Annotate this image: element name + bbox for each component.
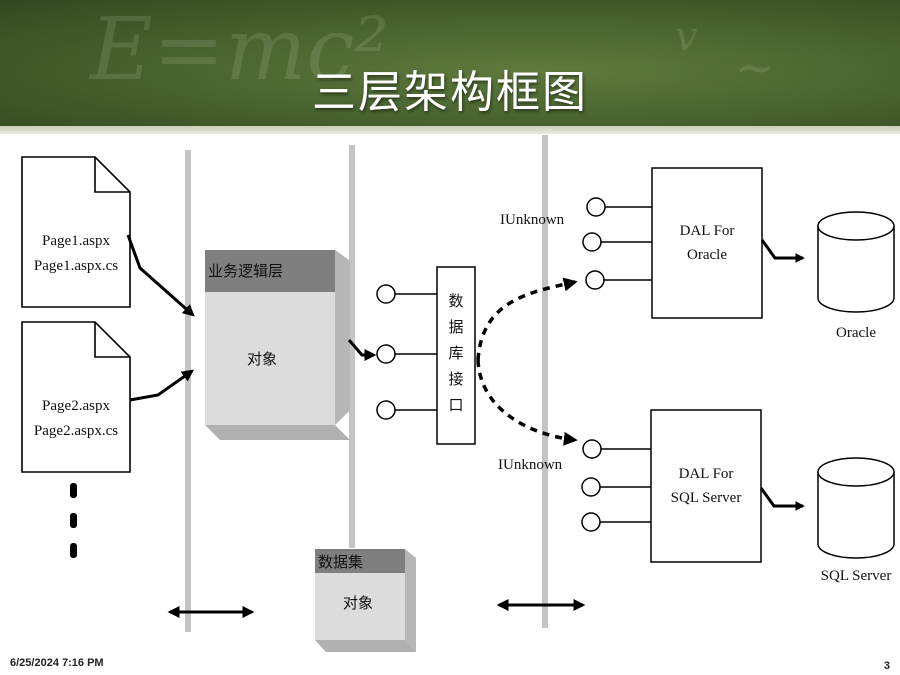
chalk-mark-v: v (675, 14, 698, 60)
page1-to-business-arrow (126, 234, 195, 317)
dal-oracle-to-db-arrow (760, 239, 805, 263)
db-interface-char-5: 口 (448, 396, 463, 414)
page2-cs-label: Page2.aspx.cs (34, 423, 118, 439)
slide-date: 6/25/2024 7:16 PM (10, 657, 104, 669)
dal-oracle-box: DAL For Oracle (651, 167, 763, 319)
business-to-interface-arrow (347, 339, 377, 361)
interface-lollipops (376, 284, 437, 420)
oracle-db-label: Oracle (836, 325, 876, 341)
interface-port-2 (376, 344, 396, 364)
more-pages-ellipsis (70, 483, 77, 558)
dal-oracle-line2: Oracle (687, 247, 727, 263)
interface-to-sql-dashed-arrow (476, 359, 578, 446)
oracle-dal-ports (582, 197, 652, 290)
interface-to-oracle-dashed-arrow (476, 277, 578, 361)
oracle-database-cylinder: Oracle (817, 211, 895, 341)
page2-document: Page2.aspx Page2.aspx.cs (21, 321, 131, 473)
interface-port-3 (376, 400, 396, 420)
business-layer-object: 对象 (247, 350, 277, 368)
iunknown-label-oracle: IUnknown (500, 212, 565, 228)
page1-cs-label: Page1.aspx.cs (34, 258, 118, 274)
business-layer-header: 业务逻辑层 (208, 262, 283, 280)
chalk-mark-curve: ~ (735, 40, 776, 96)
db-interface-char-4: 接 (448, 370, 463, 388)
dal-oracle-line1: DAL For (680, 223, 735, 239)
dataset-header: 数据集 (318, 553, 363, 571)
dataset-box: 数据集 对象 (315, 549, 416, 652)
db-interface-box: 数 据 库 接 口 (436, 266, 476, 445)
slide-page-number: 3 (883, 660, 890, 672)
page2-aspx-label: Page2.aspx (42, 398, 110, 414)
banner-divider (0, 126, 900, 134)
interface-port-1 (376, 284, 396, 304)
dal-sql-line1: DAL For (679, 466, 734, 482)
dal-sql-to-db-arrow (759, 487, 805, 511)
sql-dal-ports (581, 439, 651, 532)
dal-sql-line2: SQL Server (671, 490, 742, 506)
business-logic-box: 业务逻辑层 对象 (205, 250, 350, 440)
page2-to-business-arrow (129, 369, 194, 402)
sql-server-database-cylinder: SQL Server (817, 457, 895, 584)
dal-sql-box: DAL For SQL Server (650, 409, 762, 563)
db-interface-char-1: 数 (448, 292, 463, 310)
iunknown-label-sql: IUnknown (498, 457, 563, 473)
page1-document: Page1.aspx Page1.aspx.cs (21, 156, 131, 308)
page1-aspx-label: Page1.aspx (42, 233, 110, 249)
chalk-formula: E=mc² (90, 0, 390, 100)
db-interface-char-3: 库 (448, 344, 463, 362)
sql-server-db-label: SQL Server (821, 568, 892, 584)
page-title: 三层架构框图 (312, 67, 588, 118)
dataset-object: 对象 (343, 594, 373, 612)
title-banner: E=mc² v ~ (0, 0, 900, 130)
db-interface-char-2: 据 (448, 318, 463, 336)
